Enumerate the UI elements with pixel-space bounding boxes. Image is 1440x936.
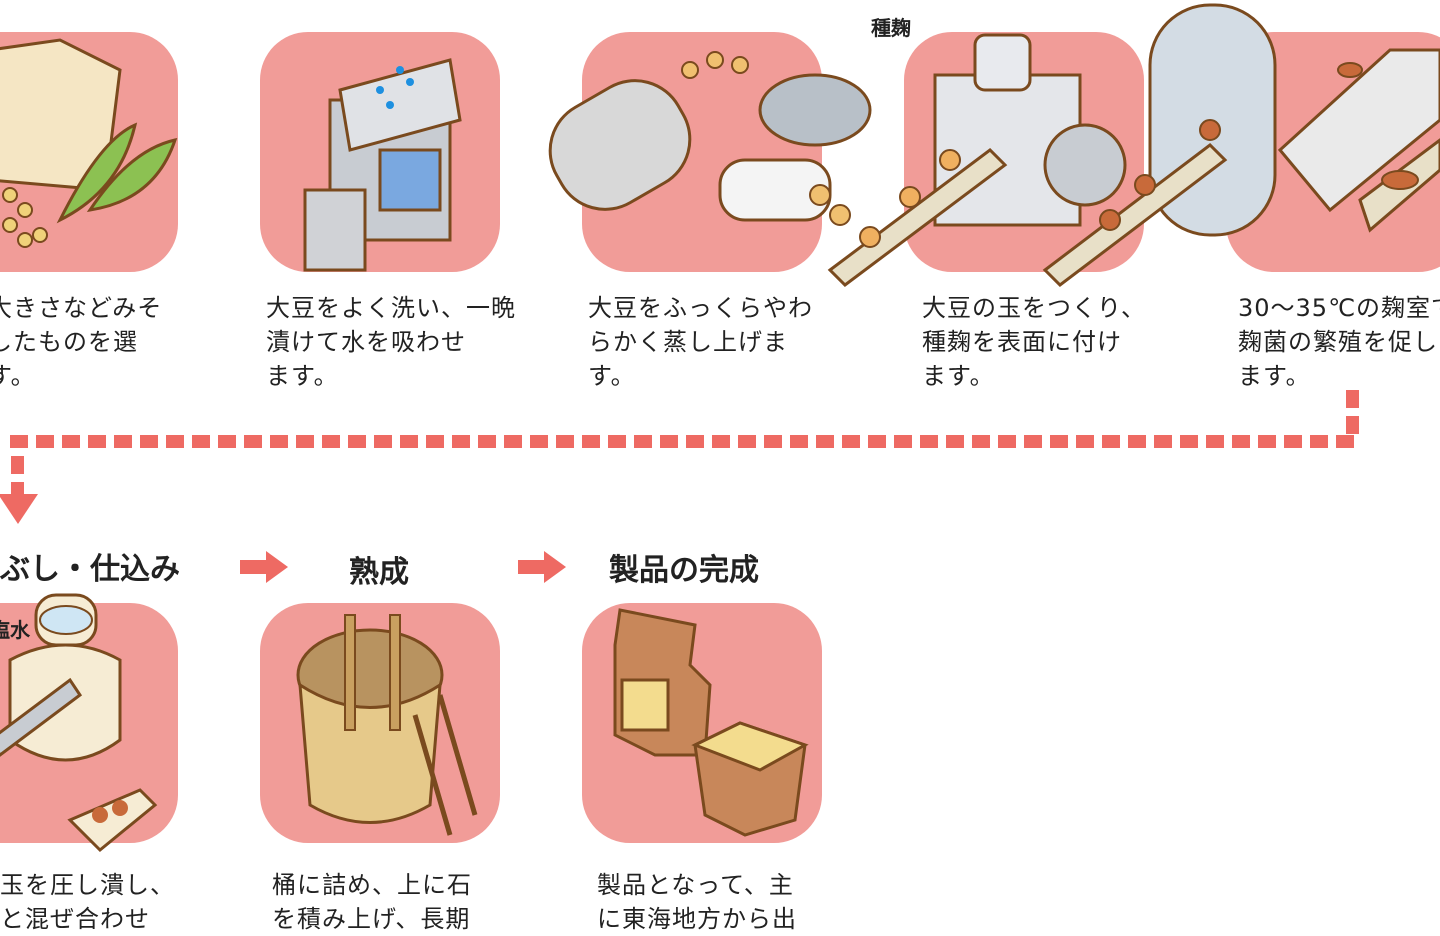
step-desc-soak: 大豆をよく洗い、一晩 漬けて水を吸わせ ます。 (266, 294, 516, 390)
soybean-bag-illustration (0, 38, 178, 248)
arrow-right-icon (518, 551, 566, 583)
koji-room-conveyor-illustration (1277, 48, 1440, 233)
step-desc-product: 製品となって、主 に東海地方から出 (597, 871, 797, 933)
brine-label: 塩水 (0, 618, 30, 642)
step-desc-mash: 玉を圧し潰し、 と混ぜ合わせ (0, 871, 175, 933)
step-desc-koji-seed: 大豆の玉をつくり、 種麹を表面に付け ます。 (922, 294, 1147, 390)
miso-package-illustration (613, 608, 809, 837)
step-desc-steam: 大豆をふっくらやわ らかく蒸し上げま す。 (588, 294, 813, 390)
koji-seed-machine-illustration (827, 3, 1277, 287)
heading-mash: ぶし・仕込み (0, 552, 180, 587)
mashing-machine-illustration (0, 593, 158, 853)
flow-connector-right (1346, 390, 1359, 442)
heading-aging: 熟成 (349, 555, 409, 590)
flow-down-arrow-icon (0, 494, 38, 524)
barrel-illustration (296, 614, 478, 836)
steamer-illustration (548, 51, 872, 226)
flow-connector-left (11, 456, 24, 496)
washing-machine-illustration (303, 58, 462, 272)
koji-seed-label: 種麹 (871, 16, 911, 40)
step-desc-koji-room: 30〜35℃の麹室で 麹菌の繁殖を促し ます。 (1238, 294, 1440, 390)
step-desc-aging: 桶に詰め、上に石 を積み上げ、長期 (272, 871, 472, 933)
step-desc-select: 大きさなどみそ したものを選 す。 (0, 294, 163, 390)
arrow-right-icon (240, 551, 288, 583)
flow-connector-horizontal (10, 435, 1360, 448)
heading-product: 製品の完成 (609, 553, 759, 588)
